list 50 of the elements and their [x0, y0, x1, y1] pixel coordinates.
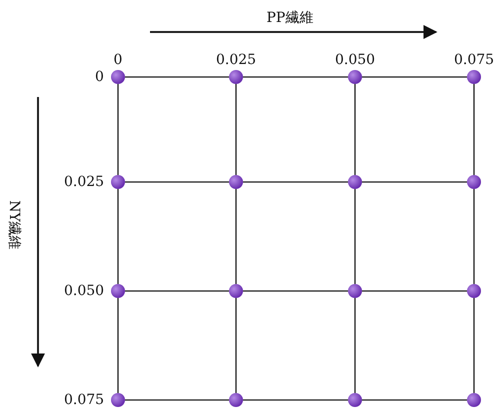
tick-label: 0.025: [216, 52, 256, 68]
grid-line: [235, 84, 237, 175]
grid-point: [348, 393, 362, 407]
grid-line: [243, 181, 348, 183]
grid-point: [229, 175, 243, 189]
grid-point: [348, 175, 362, 189]
grid-line: [362, 76, 467, 78]
grid-point: [111, 70, 125, 84]
grid-point: [348, 284, 362, 298]
grid-line: [354, 84, 356, 175]
grid-point: [467, 393, 481, 407]
grid-line: [354, 298, 356, 393]
grid-line: [117, 84, 119, 175]
axis-title: NY繊維: [6, 200, 22, 250]
grid-line: [117, 298, 119, 393]
grid-point: [229, 70, 243, 84]
grid-line: [117, 189, 119, 284]
grid-line: [473, 84, 475, 175]
grid-line: [362, 399, 467, 401]
grid-line: [243, 76, 348, 78]
axis-title: PP繊維: [266, 10, 314, 26]
grid-line: [362, 181, 467, 183]
grid-point: [348, 70, 362, 84]
grid-line: [243, 399, 348, 401]
grid-line: [125, 290, 229, 292]
grid-line: [354, 189, 356, 284]
grid-point: [111, 393, 125, 407]
grid-line: [125, 181, 229, 183]
grid-line: [473, 189, 475, 284]
grid-point: [467, 70, 481, 84]
grid-point: [229, 284, 243, 298]
tick-label: 0.050: [64, 283, 104, 299]
grid-point: [111, 175, 125, 189]
tick-label: 0.075: [64, 392, 104, 408]
grid-point: [467, 284, 481, 298]
tick-label: 0: [114, 52, 122, 68]
grid-line: [125, 76, 229, 78]
tick-label: 0.025: [64, 174, 104, 190]
tick-label: 0: [95, 69, 104, 85]
tick-label: 0.050: [335, 52, 376, 68]
grid-line: [235, 189, 237, 284]
grid-point: [229, 393, 243, 407]
grid-line: [362, 290, 467, 292]
grid-point: [467, 175, 481, 189]
grid-line: [125, 399, 229, 401]
grid-point: [111, 284, 125, 298]
tick-label: 0.075: [454, 52, 494, 68]
grid-line: [243, 290, 348, 292]
grid-line: [473, 298, 475, 393]
grid-line: [235, 298, 237, 393]
